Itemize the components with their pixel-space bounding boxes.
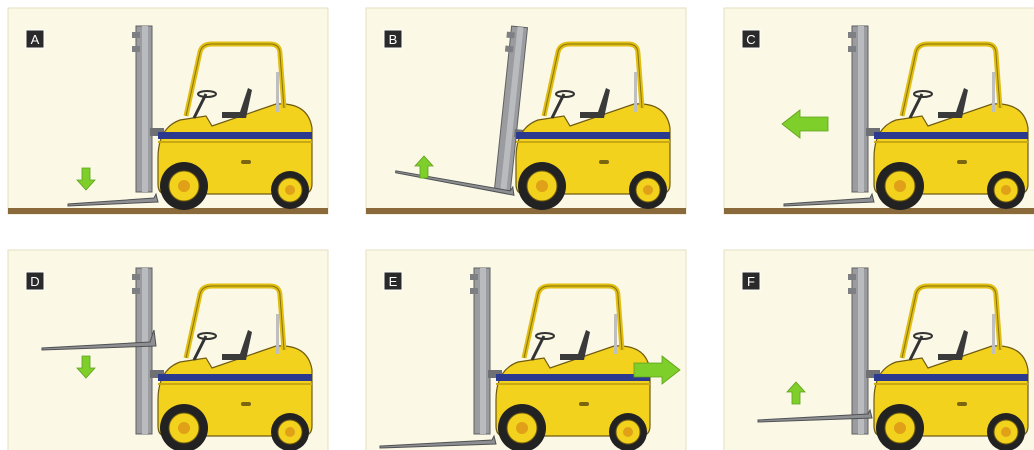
panel-label: B [389, 32, 398, 47]
ground-line [724, 208, 1034, 214]
panel-label: D [30, 274, 39, 289]
panel-e: E [366, 250, 686, 450]
panel-label: F [747, 274, 755, 289]
panel-f: F [724, 250, 1034, 450]
panel-label: A [31, 32, 40, 47]
panel-c: C [724, 8, 1034, 214]
panel-a: A [8, 8, 328, 214]
panel-d: D [8, 250, 328, 450]
panel-label: C [746, 32, 755, 47]
panel-label: E [389, 274, 398, 289]
panel-b: B [366, 8, 686, 214]
ground-line [366, 208, 686, 214]
ground-line [8, 208, 328, 214]
